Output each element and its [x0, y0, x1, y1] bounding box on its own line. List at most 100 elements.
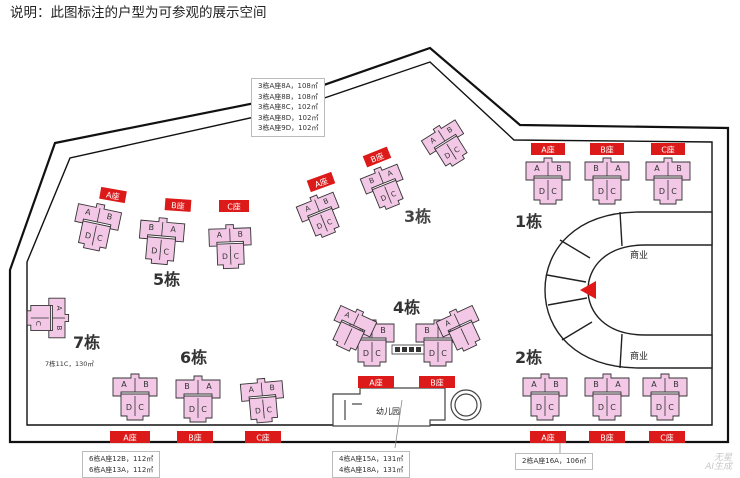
unit-letter: D — [84, 231, 92, 241]
seat-tag-a: A座 — [306, 171, 336, 193]
seat-tag-b: B座 — [419, 376, 455, 388]
unit-letter: C — [201, 405, 207, 414]
info-line: 3栋A座8B，108㎡ — [258, 92, 318, 101]
unit-letter: C — [96, 233, 104, 243]
seat-label: B座 — [171, 200, 185, 211]
unit-letter: C — [452, 145, 461, 155]
unit-letter: A — [217, 230, 223, 239]
watermark: 无星 AI生成 — [705, 454, 732, 472]
b4-wing-left: A — [332, 304, 378, 352]
unit-letter: D — [379, 193, 388, 204]
info-line: 6栋A座12B，112㎡ — [89, 455, 154, 463]
commerce-arch — [544, 211, 713, 369]
unit-letter: C — [671, 187, 677, 196]
unit-letter: C — [610, 187, 616, 196]
seat-label: C座 — [661, 145, 675, 155]
seat-label: B座 — [430, 378, 444, 388]
seat-tag-a: A座 — [531, 143, 565, 155]
unit-letter: A — [651, 380, 657, 389]
unit-letter: D — [315, 221, 324, 232]
unit-letter: B — [143, 380, 149, 389]
b7-cluster: ABC — [26, 297, 70, 339]
info-box-building-4: 4栋A座15A，131㎡ 4栋A座18A，131㎡ — [332, 451, 411, 478]
unit-letter: D — [598, 403, 604, 412]
info-line: 2栋A座16A，106㎡ — [522, 457, 587, 465]
unit-letter: A — [343, 310, 351, 320]
unit-letter: D — [656, 403, 662, 412]
kindergarten — [332, 387, 482, 427]
seat-tag-c: C座 — [649, 431, 685, 443]
seat-tag-b: B座 — [589, 431, 625, 443]
unit-letter: A — [534, 164, 540, 173]
unit-letter: B — [673, 380, 679, 389]
unit-letter: A — [55, 306, 64, 311]
unit-letter: A — [443, 318, 451, 328]
unit-letter: B — [238, 230, 244, 239]
seat-label: A座 — [105, 189, 120, 201]
unit-letter: A — [170, 225, 177, 234]
unit-letter: B — [676, 164, 682, 173]
seat-tag-a: A座 — [99, 186, 127, 204]
unit-letter: D — [443, 150, 453, 161]
unit-letter: D — [255, 406, 262, 415]
seat-tag-b: B座 — [362, 146, 392, 168]
unit-letter: D — [598, 187, 604, 196]
seat-tag-c: C座 — [245, 431, 281, 443]
unit-letter: C — [375, 349, 381, 358]
info-line: 6栋A座13A，112㎡ — [89, 465, 154, 474]
info-label-b7: 7栋11C，130㎡ — [45, 359, 94, 368]
seat-label: A座 — [541, 433, 554, 443]
unit-letter: B — [368, 175, 376, 185]
info-line: 3栋A座8C，102㎡ — [258, 103, 318, 111]
seat-tag-c: C座 — [219, 200, 249, 212]
unit-letter: B — [553, 380, 559, 389]
unit-letter: C — [551, 187, 557, 196]
seat-label: C座 — [227, 202, 241, 212]
info-line: 4栋A座18A，131㎡ — [339, 465, 404, 474]
unit-letter: B — [593, 164, 599, 173]
seat-tag-b: B座 — [177, 431, 213, 443]
seat-tag-a: A座 — [358, 376, 394, 388]
unit-letter: A — [248, 385, 255, 394]
unit-letter: C — [163, 247, 170, 256]
unit-letter: B — [106, 212, 113, 222]
unit-letter: D — [189, 405, 195, 414]
unit-letter: D — [151, 246, 158, 256]
unit-letter: C — [138, 403, 144, 412]
seat-label: A座 — [541, 145, 554, 155]
unit-letter: B — [55, 325, 64, 330]
building-label-6: 6栋 — [180, 348, 207, 367]
unit-letter: A — [615, 380, 621, 389]
unit-letter: C — [548, 403, 554, 412]
unit-letter: B — [184, 382, 190, 391]
watermark-line: AI生成 — [705, 462, 732, 472]
seat-label: A座 — [313, 175, 329, 189]
unit-letter: D — [536, 403, 542, 412]
info-box-building-3: 3栋A座8A，108㎡ 3栋A座8B，108㎡ 3栋A座8C，102㎡ 3栋A座… — [251, 78, 326, 137]
info-line: 3栋A座8A，108㎡ — [258, 82, 318, 90]
unit-letter: B — [269, 383, 275, 392]
unit-letter: B — [424, 326, 430, 335]
unit-letter: A — [615, 164, 621, 173]
unit-letter: D — [429, 349, 435, 358]
seat-tag-c: C座 — [651, 143, 685, 155]
unit-letter: C — [610, 403, 616, 412]
unit-letter: B — [445, 125, 454, 135]
unit-letter: D — [539, 187, 545, 196]
info-box-building-2: 2栋A座16A，106㎡ — [515, 453, 594, 470]
seat-label: C座 — [256, 433, 270, 443]
seat-label: A座 — [369, 378, 382, 388]
